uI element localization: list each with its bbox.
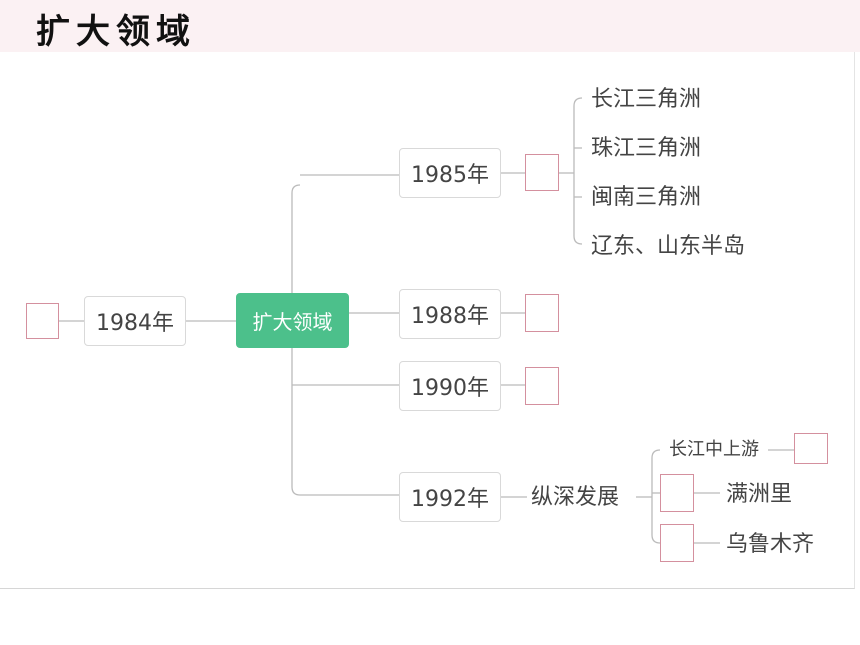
answer-blank-1992-upper[interactable]	[794, 433, 828, 464]
node-1985: 1985年	[399, 148, 501, 198]
leaf-1985-1: 长江三角洲	[591, 87, 702, 112]
answer-blank-1990[interactable]	[525, 367, 559, 405]
leaf-1985-4: 辽东、山东半岛	[591, 234, 746, 259]
node-1992: 1992年	[399, 472, 501, 522]
topic-1992: 纵深发展	[531, 485, 620, 510]
leaf-1992-2: 满洲里	[726, 482, 793, 507]
leaf-1992-3: 乌鲁木齐	[726, 532, 815, 557]
leaf-1992-1: 长江中上游	[669, 439, 759, 460]
node-1990: 1990年	[399, 361, 501, 411]
answer-blank-1985[interactable]	[525, 154, 559, 191]
header-band	[0, 0, 860, 52]
leaf-1985-3: 闽南三角洲	[591, 185, 702, 210]
leaf-1985-2: 珠江三角洲	[591, 136, 702, 161]
answer-blank-1992-lower[interactable]	[660, 524, 694, 562]
answer-blank-root[interactable]	[26, 303, 59, 339]
answer-blank-1988[interactable]	[525, 294, 559, 332]
answer-blank-1992-middle[interactable]	[660, 474, 694, 512]
node-1988: 1988年	[399, 289, 501, 339]
page-title: 扩大领域	[36, 12, 196, 52]
node-1984: 1984年	[84, 296, 186, 346]
central-node: 扩大领域	[236, 293, 349, 348]
